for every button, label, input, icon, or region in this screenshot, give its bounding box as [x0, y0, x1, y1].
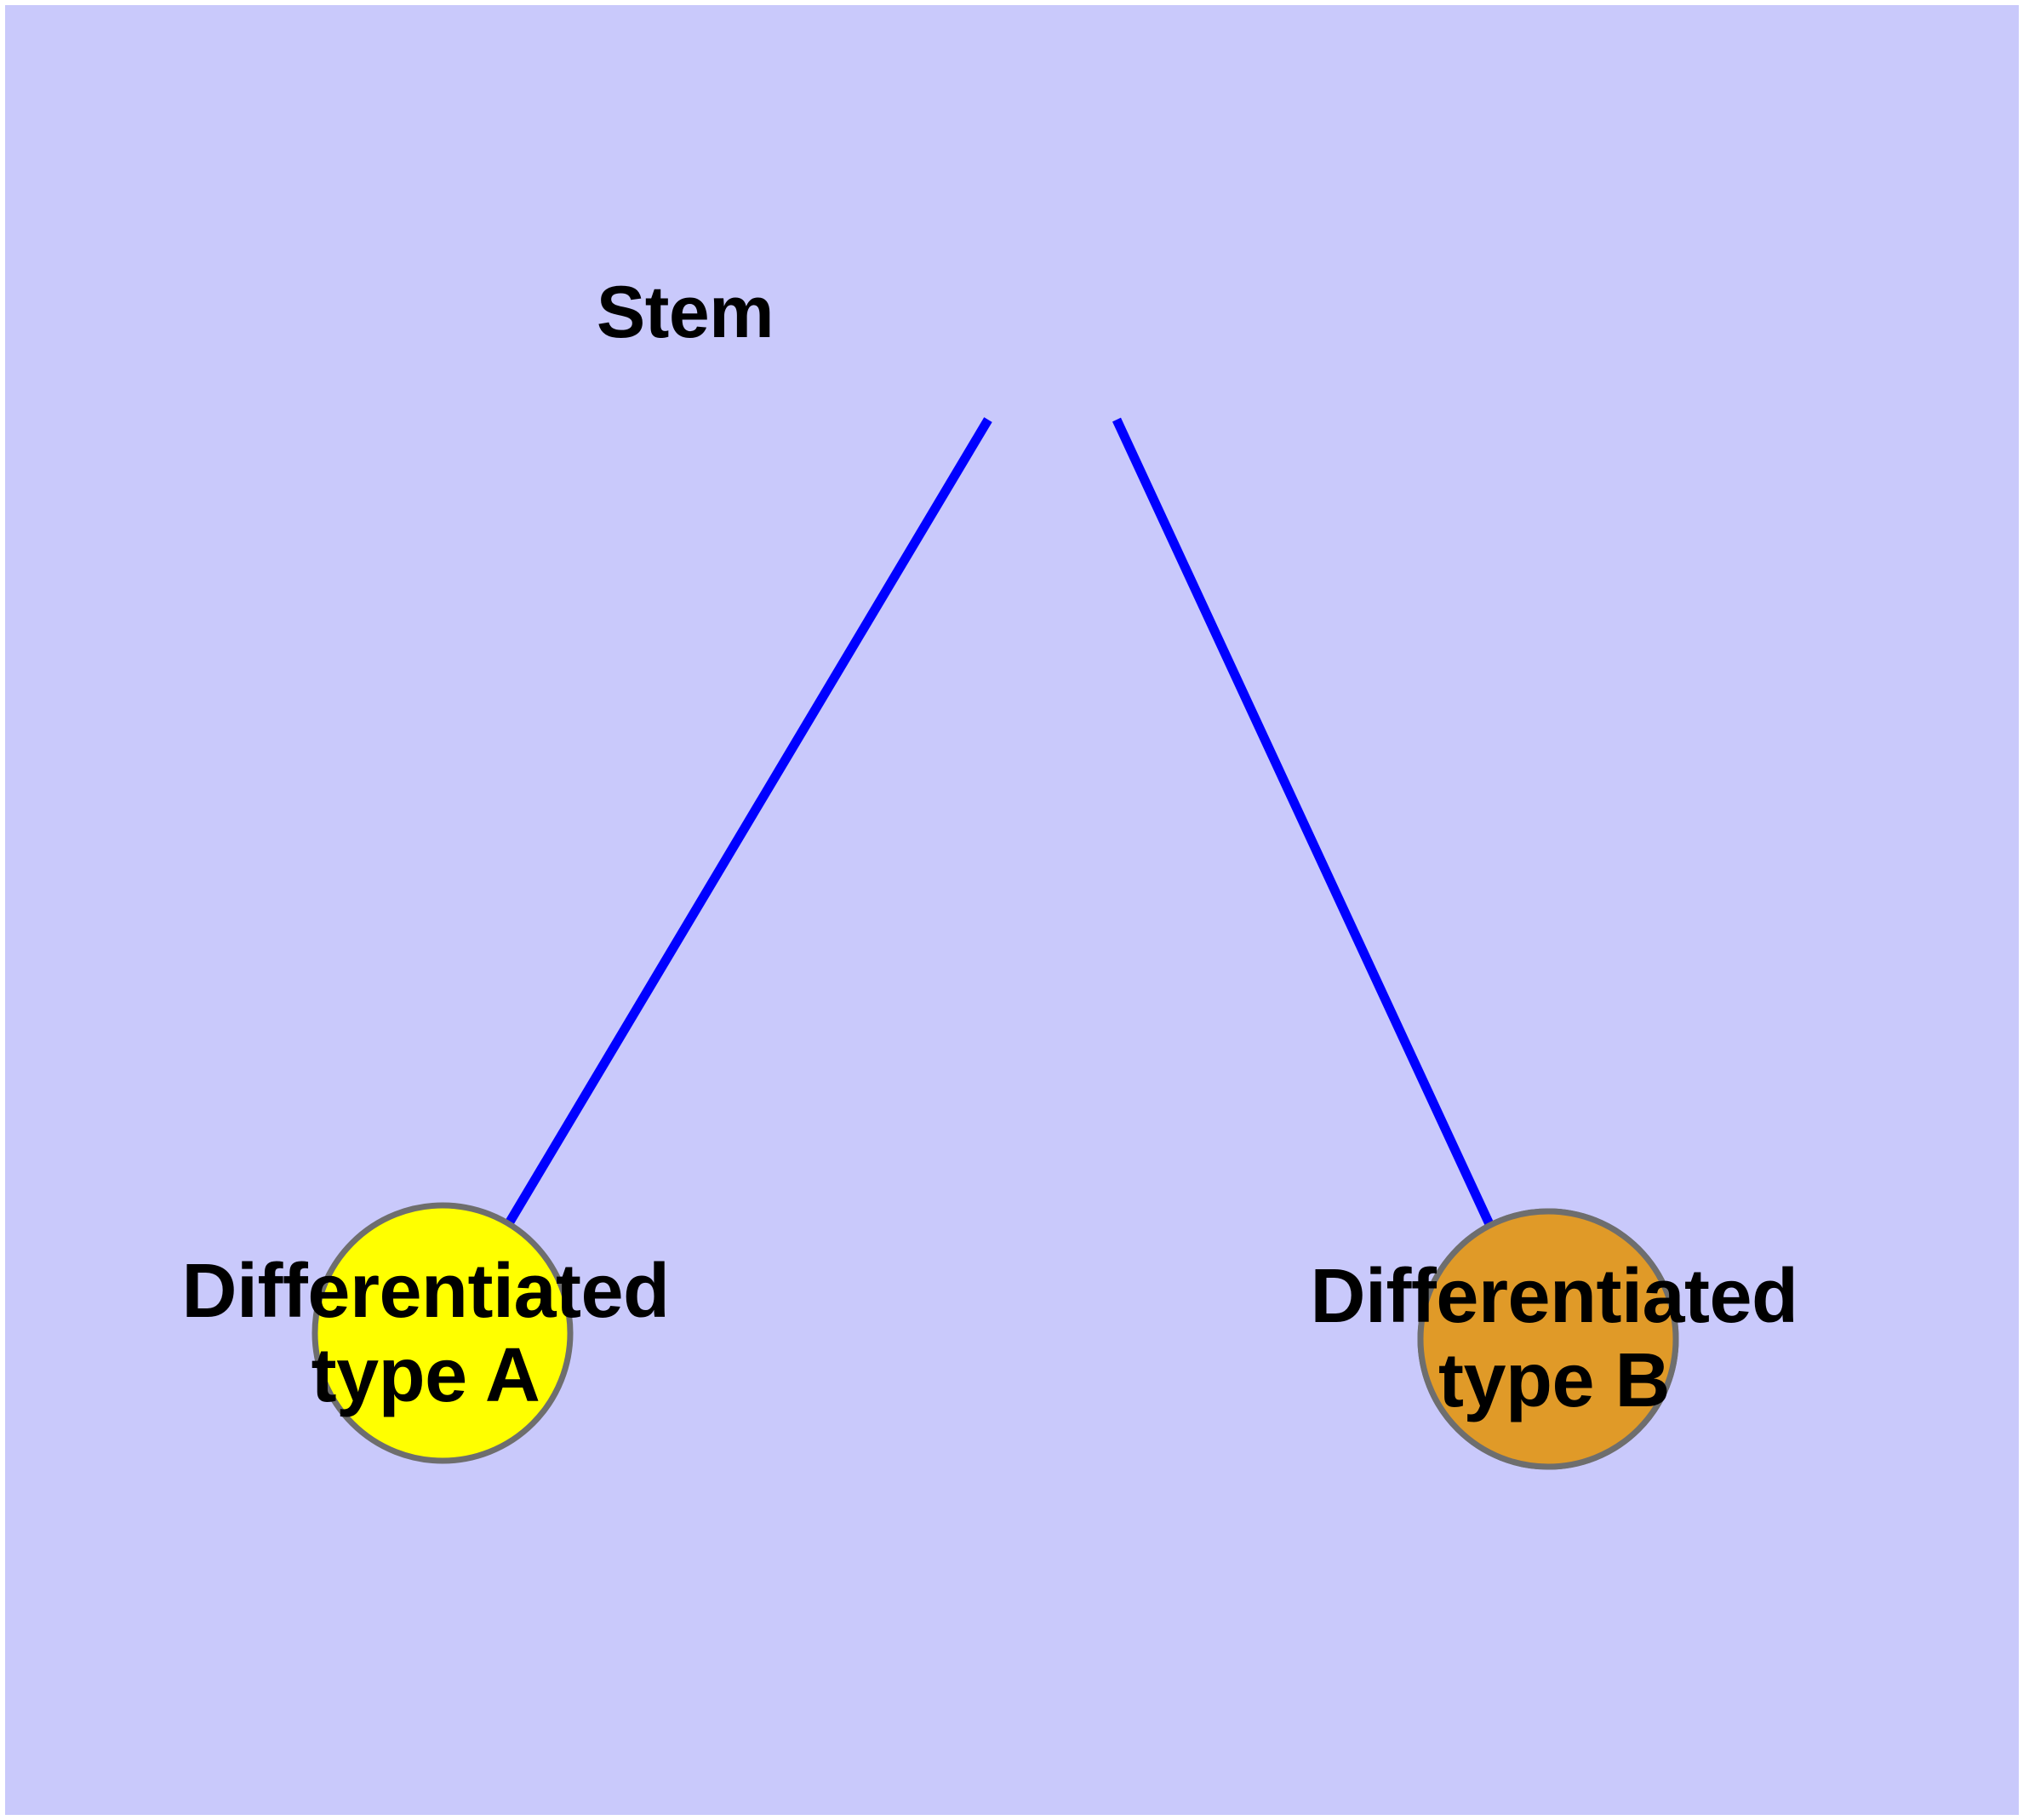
edge-layer: [502, 417, 1494, 1230]
graph-svg: [311, 417, 1679, 1470]
edge-stem-to-differentiated-type-a: [502, 417, 992, 1230]
node-layer: [311, 1202, 1679, 1470]
node-differentiated-type-b[interactable]: [1417, 1208, 1679, 1470]
edge-stem-to-differentiated-type-b: [1112, 417, 1494, 1227]
node-stem[interactable]: [311, 1202, 574, 1464]
